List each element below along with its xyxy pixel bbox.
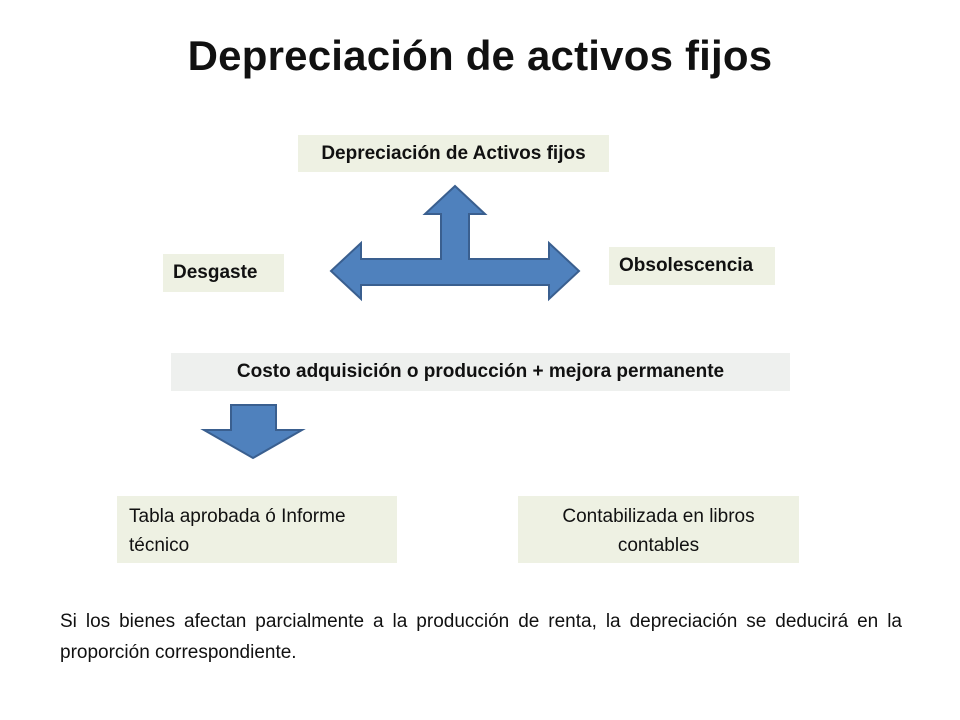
accounting-books-label: Contabilizada en libros contables <box>562 506 755 556</box>
obsolescence-box: Obsolescencia <box>609 247 775 285</box>
approved-table-box: Tabla aprobada ó Informe técnico <box>117 496 397 563</box>
wear-label: Desgaste <box>173 262 258 283</box>
main-concept-box: Depreciación de Activos fijos <box>298 135 609 172</box>
down-arrow-icon <box>200 404 306 460</box>
main-concept-label: Depreciación de Activos fijos <box>321 142 586 164</box>
wear-box: Desgaste <box>163 254 284 292</box>
cost-label: Costo adquisición o producción + mejora … <box>236 361 725 382</box>
tri-arrow-icon <box>329 184 581 302</box>
footnote-text: Si los bienes afectan parcialmente a la … <box>60 611 902 663</box>
accounting-books-box: Contabilizada en libros contables <box>518 496 799 563</box>
slide-title: Depreciación de activos fijos <box>187 32 773 79</box>
cost-box: Costo adquisición o producción + mejora … <box>171 353 790 391</box>
approved-table-label: Tabla aprobada ó Informe técnico <box>129 506 346 556</box>
obsolescence-label: Obsolescencia <box>619 255 754 276</box>
